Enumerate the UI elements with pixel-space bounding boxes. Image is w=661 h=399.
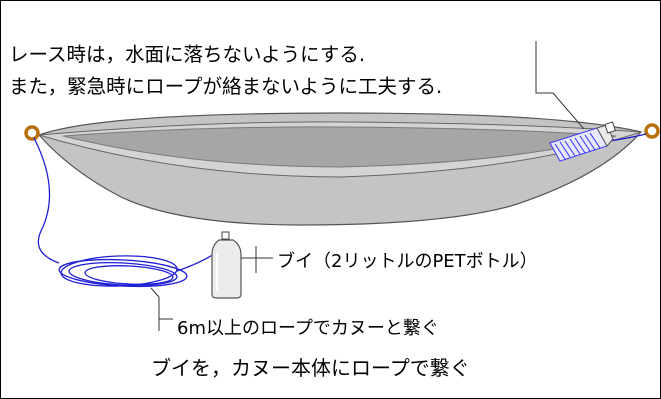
callout-leaders [150, 41, 585, 331]
diagram-caption: ブイを，カヌー本体にロープで繋ぐ [151, 356, 470, 380]
canoe-interior [62, 126, 617, 168]
bow-ring-left [24, 125, 40, 141]
buoy-bottle [211, 231, 242, 299]
stern-ring-right [644, 123, 660, 139]
note-line-2: また，緊急時にロープが絡まないように工夫する. [9, 75, 443, 98]
note-line-1: レース時は，水面に落ちないようにする. [9, 43, 366, 66]
rope-label: 6m以上のロープでカヌーと繋ぐ [177, 318, 439, 339]
buoy-label: ブイ（2リットルのPETボトル） [277, 251, 538, 272]
secured-bottle [549, 121, 616, 162]
